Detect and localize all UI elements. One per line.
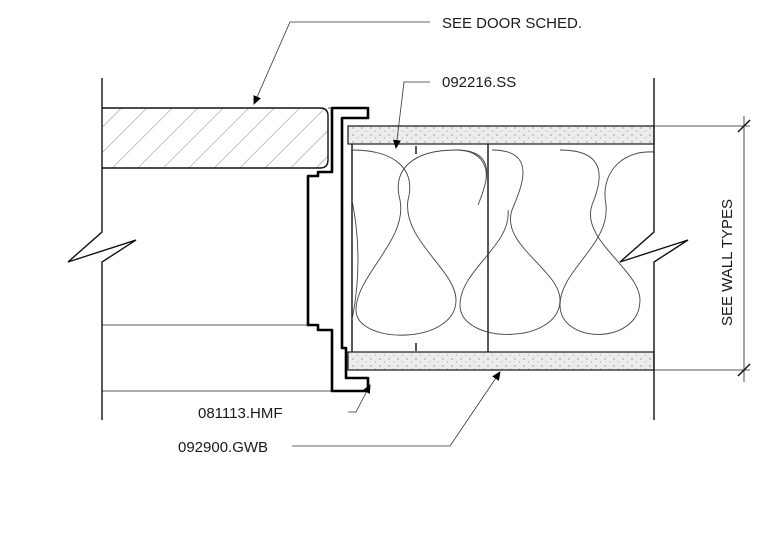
gypsum-board-bottom <box>347 351 655 371</box>
stud-cavity <box>348 143 654 353</box>
hollow-metal-frame <box>306 106 370 393</box>
opening-lines <box>102 324 336 392</box>
door-leaf <box>102 107 346 169</box>
batt-insulation <box>351 149 655 336</box>
wall-types-label: SEE WALL TYPES <box>719 199 736 326</box>
gypsum-spec-label: 092900.GWB <box>178 439 268 456</box>
leaders <box>253 21 501 447</box>
right-wall <box>619 78 689 420</box>
stud-spec-label: 092216.SS <box>442 74 516 91</box>
left-wall <box>67 78 137 420</box>
gypsum-board-top <box>347 125 655 145</box>
wall-dimension <box>654 116 751 382</box>
door-schedule-label: SEE DOOR SCHED. <box>442 15 582 32</box>
frame-spec-label: 081113.HMF <box>198 405 283 422</box>
dimension-tick-icon <box>737 363 751 377</box>
dimension-tick-icon <box>737 119 751 133</box>
